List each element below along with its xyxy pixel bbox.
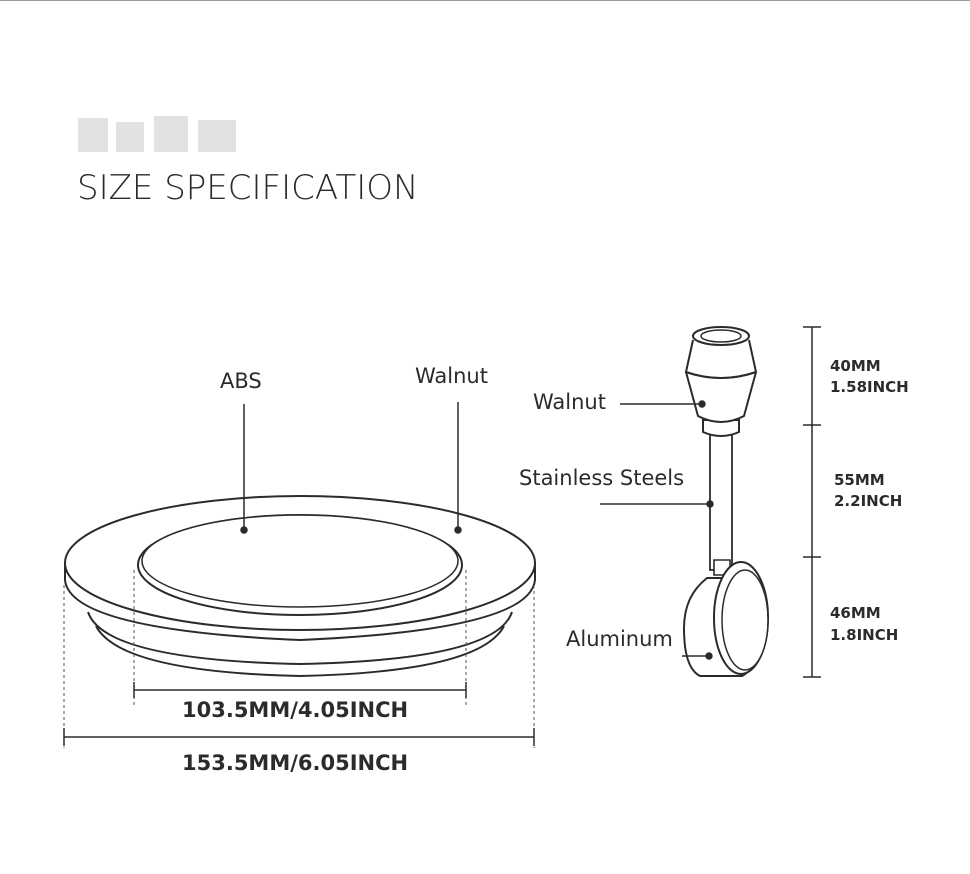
stand-base-height-mm: 46MM xyxy=(830,604,881,622)
stand-rod-height-inch: 2.2INCH xyxy=(834,492,903,510)
top-divider xyxy=(0,0,970,1)
coaster-inner-dimension: 103.5MM/4.05INCH xyxy=(182,698,409,722)
stand-height-scale xyxy=(803,326,821,678)
coaster-dimension-lines xyxy=(63,682,535,746)
coaster-material-outer-label: Walnut xyxy=(415,364,488,388)
stand-top-height-mm: 40MM xyxy=(830,357,881,375)
stand-rod-height-mm: 55MM xyxy=(834,471,885,489)
stand-material-top-label: Walnut xyxy=(533,390,606,414)
stand-top-height-inch: 1.58INCH xyxy=(830,378,909,396)
faded-heading-logo xyxy=(78,116,236,152)
coaster-leaders xyxy=(240,402,462,534)
stand-base-height-inch: 1.8INCH xyxy=(830,626,899,644)
coaster-outer-dimension: 153.5MM/6.05INCH xyxy=(182,751,409,775)
stand-material-rod-label: Stainless Steels xyxy=(519,466,685,490)
coaster-drawing xyxy=(64,495,536,678)
coaster-material-inner-label: ABS xyxy=(220,369,262,393)
coaster-extension-lines xyxy=(63,570,535,748)
stand-leaders xyxy=(600,400,714,660)
stand-drawing xyxy=(682,326,769,677)
stand-material-base-label: Aluminum xyxy=(566,627,673,651)
page-title: SIZE SPECIFICATION xyxy=(77,168,419,208)
